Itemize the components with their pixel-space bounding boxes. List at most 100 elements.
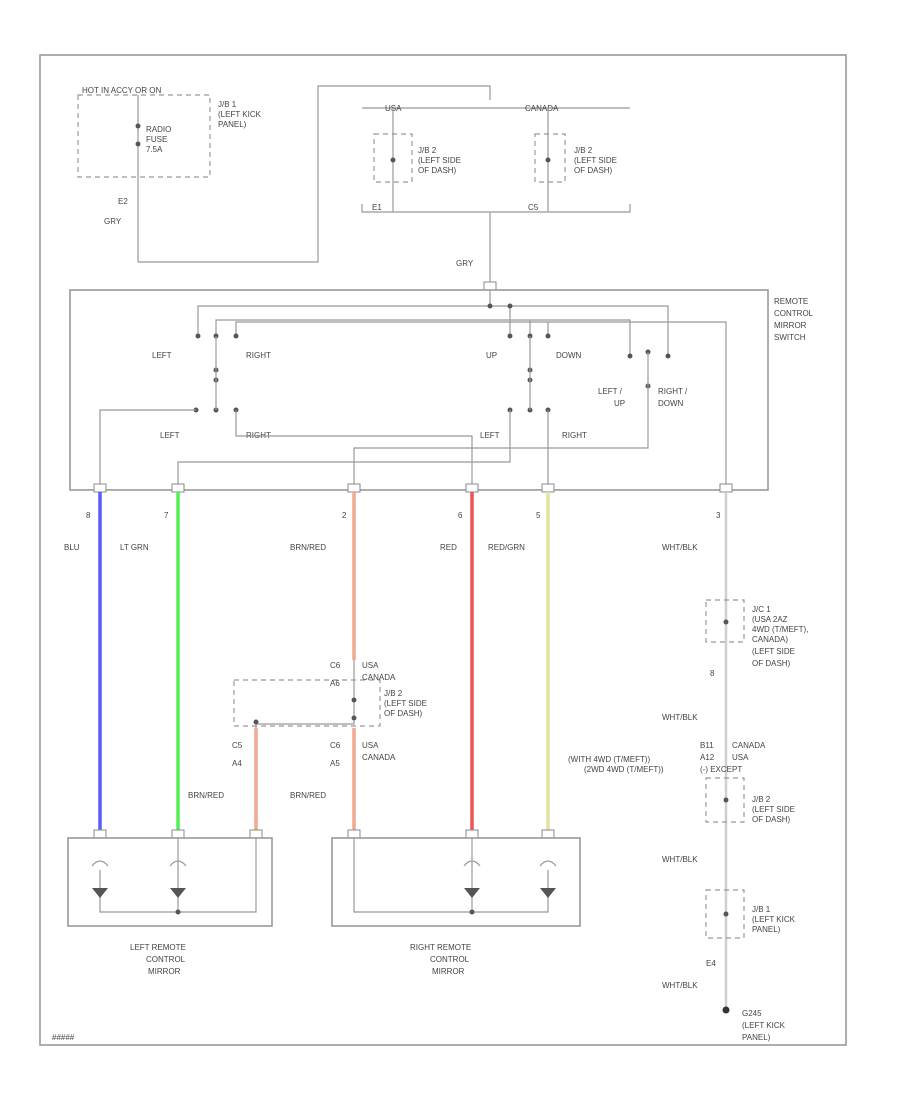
sw-left-bot: LEFT <box>160 431 180 440</box>
tcond-3: (-) EXCEPT <box>700 765 742 774</box>
sw-left-up-1: LEFT / <box>598 387 623 396</box>
jb1-low-2: (LEFT KICK <box>752 915 796 924</box>
switch-name-1: REMOTE <box>774 297 808 306</box>
jb2-can-3: OF DASH) <box>574 166 613 175</box>
jb1-top-label-2: (LEFT KICK <box>218 110 262 119</box>
canada4-label: CANADA <box>732 741 766 750</box>
jb1-top-label-3: PANEL) <box>218 120 247 129</box>
e2-label: E2 <box>118 197 128 206</box>
jb2-mid-1: J/B 2 <box>384 689 403 698</box>
ground-1: G245 <box>742 1009 762 1018</box>
switch-name-4: SWITCH <box>774 333 806 342</box>
canada-label: CANADA <box>525 104 559 113</box>
pin-5: 5 <box>536 511 541 520</box>
mirror-pins <box>93 829 555 839</box>
right-motor-1 <box>464 888 480 898</box>
ground-2: (LEFT KICK <box>742 1021 786 1030</box>
c5-label: C5 <box>528 203 539 212</box>
sw-up: UP <box>486 351 497 360</box>
jb1-low-3: PANEL) <box>752 925 781 934</box>
sw-left-up-2: UP <box>614 399 625 408</box>
jb2-usa-1: J/B 2 <box>418 146 437 155</box>
left-mirror-2: CONTROL <box>146 955 186 964</box>
canada3-label: CANADA <box>362 753 396 762</box>
pin-3: 3 <box>716 511 721 520</box>
right-mirror-1: RIGHT REMOTE <box>410 943 471 952</box>
wire-whtblk-label-1: WHT/BLK <box>662 543 698 552</box>
jb1-top-label-1: J/B 1 <box>218 100 237 109</box>
left-mirror-3: MIRROR <box>148 967 181 976</box>
jc1-5: (LEFT SIDE <box>752 647 795 656</box>
left-motor-2 <box>170 888 186 898</box>
usa3-label: USA <box>362 741 379 750</box>
right-mirror-3: MIRROR <box>432 967 465 976</box>
wire-whtblk-label-4: WHT/BLK <box>662 981 698 990</box>
wire-brnred-label: BRN/RED <box>290 543 326 552</box>
right-motor-2 <box>540 888 556 898</box>
jc1-3: 4WD (T/MEFT), <box>752 625 808 634</box>
jb2-can-box <box>534 133 566 183</box>
usa2-label: USA <box>362 661 379 670</box>
hot-label: HOT IN ACCY OR ON <box>82 86 161 95</box>
ground-point <box>722 1006 730 1014</box>
pin-jc-label: 8 <box>710 669 715 678</box>
usa4-label: USA <box>732 753 749 762</box>
jb2-low-1: J/B 2 <box>752 795 771 804</box>
jb2-low-3: OF DASH) <box>752 815 791 824</box>
sw-right-top: RIGHT <box>246 351 271 360</box>
sw-left-top: LEFT <box>152 351 172 360</box>
a12-label: A12 <box>700 753 715 762</box>
c6b-label: C6 <box>330 741 341 750</box>
left-mirror-1: LEFT REMOTE <box>130 943 186 952</box>
jc1-2: (USA 2AZ <box>752 615 788 624</box>
c5b-label: C5 <box>232 741 243 750</box>
jc1-6: OF DASH) <box>752 659 791 668</box>
jb1-low-box <box>705 889 745 939</box>
a4-label: A4 <box>232 759 242 768</box>
tcond-2: (2WD 4WD (T/MEFT)) <box>584 765 664 774</box>
sw-down: DOWN <box>556 351 582 360</box>
e1-label: E1 <box>372 203 382 212</box>
sw-right-down-2: DOWN <box>658 399 684 408</box>
mirror-switch-box <box>69 289 769 491</box>
diagram-frame <box>39 54 847 1046</box>
switch-pins <box>93 483 733 493</box>
jc1-4: CANADA) <box>752 635 788 644</box>
e4-label: E4 <box>706 959 716 968</box>
switch-name-3: MIRROR <box>774 321 807 330</box>
brnred-right-label: BRN/RED <box>290 791 326 800</box>
gry-mid-label: GRY <box>456 259 474 268</box>
sw-right-bot2: RIGHT <box>562 431 587 440</box>
jb2-low-2: (LEFT SIDE <box>752 805 795 814</box>
pin-8: 8 <box>86 511 91 520</box>
wire-redgrn-label: RED/GRN <box>488 543 525 552</box>
gry-top-label: GRY <box>104 217 122 226</box>
canada2-label: CANADA <box>362 673 396 682</box>
pin-6: 6 <box>458 511 463 520</box>
tcond-1: (WITH 4WD (T/MEFT)) <box>568 755 651 764</box>
jb2-usa-2: (LEFT SIDE <box>418 156 461 165</box>
jb1-fuse-box <box>77 94 211 178</box>
left-mirror-box <box>67 837 273 927</box>
c6-label: C6 <box>330 661 341 670</box>
a6-label: A6 <box>330 679 340 688</box>
wire-blu-label: BLU <box>64 543 80 552</box>
ground-3: PANEL) <box>742 1033 771 1042</box>
radio-fuse-label-2: FUSE <box>146 135 167 144</box>
jb2-low-box <box>705 777 745 823</box>
corner-code: ##### <box>52 1033 75 1042</box>
wire-whtblk-label-3: WHT/BLK <box>662 855 698 864</box>
jb2-can-2: (LEFT SIDE <box>574 156 617 165</box>
jc1-1: J/C 1 <box>752 605 771 614</box>
radio-fuse-label-1: RADIO <box>146 125 171 134</box>
right-mirror-2: CONTROL <box>430 955 470 964</box>
brnred-left-label: BRN/RED <box>188 791 224 800</box>
jb2-mid-2: (LEFT SIDE <box>384 699 427 708</box>
switch-name-2: CONTROL <box>774 309 814 318</box>
right-mirror-box <box>331 837 581 927</box>
jb2-mid-box <box>233 679 381 727</box>
pin-2: 2 <box>342 511 347 520</box>
jc1-box <box>705 599 745 643</box>
sw-left-bot2: LEFT <box>480 431 500 440</box>
